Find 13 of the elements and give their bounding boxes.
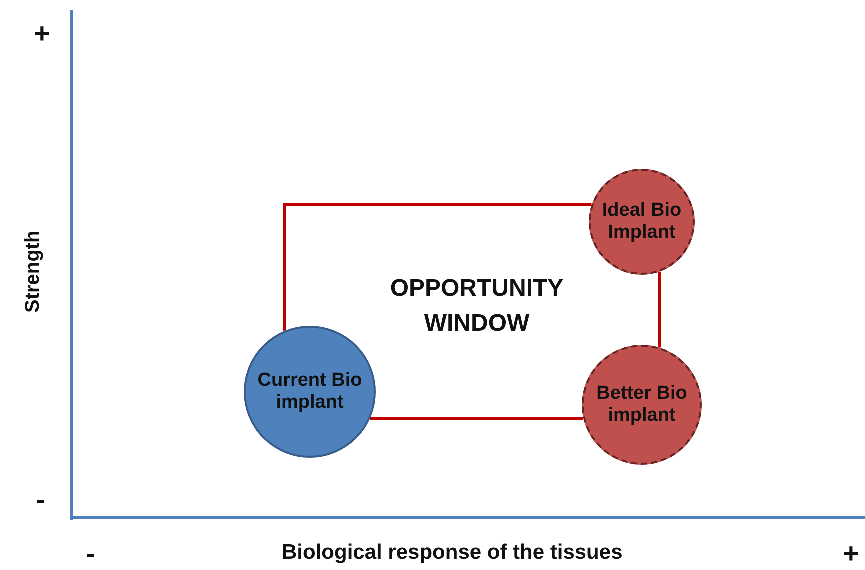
connector-line [658, 272, 662, 348]
connector-line [284, 204, 592, 331]
axis-title: Biological response of the tissues [282, 541, 623, 565]
region-label: OPPORTUNITY WINDOW [389, 274, 565, 339]
connector-line [370, 417, 584, 420]
circle-node: Better Bio implant [582, 345, 702, 465]
circle-node: Ideal Bio Implant [589, 169, 695, 275]
axis-end-sign: - [86, 538, 96, 570]
axis-end-sign: - [36, 484, 46, 516]
axis-title: Strength [22, 230, 45, 313]
circle-node: Current Bio implant [244, 326, 376, 458]
axis-end-sign: + [34, 18, 50, 50]
axis-end-sign: + [843, 538, 860, 570]
